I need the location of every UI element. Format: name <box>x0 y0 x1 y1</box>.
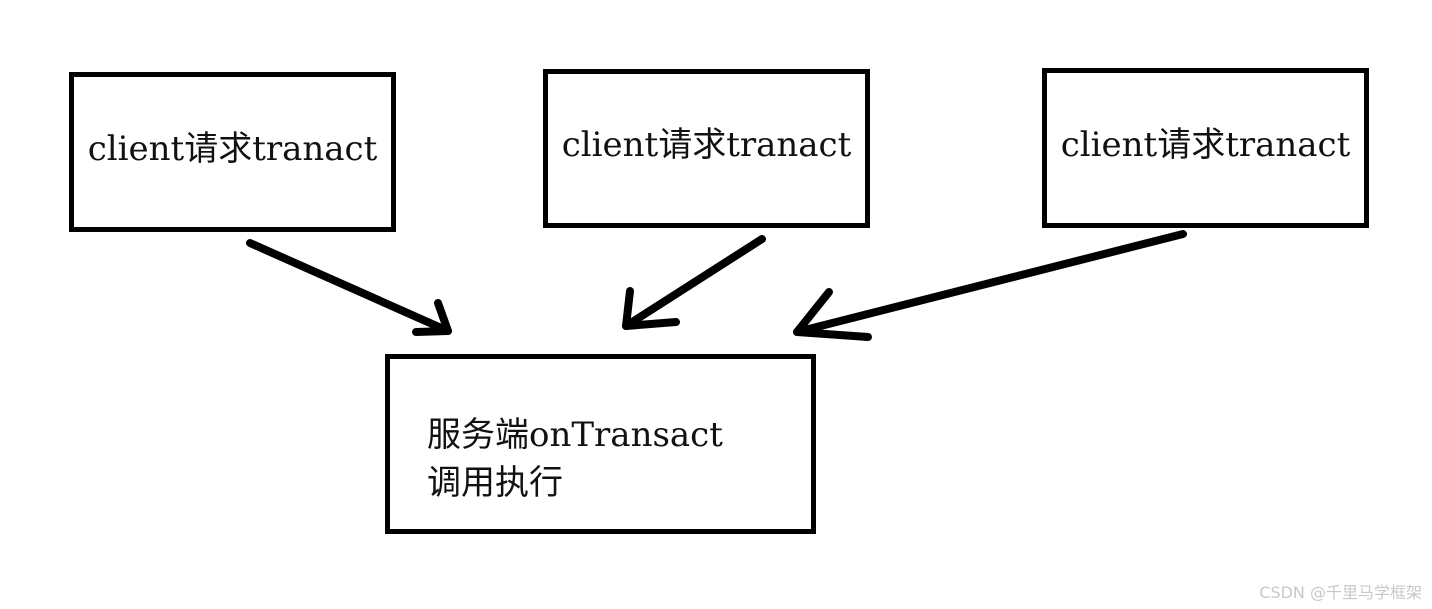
client-label-1: client请求tranact <box>87 128 378 169</box>
arrow-client2-to-server <box>622 235 766 330</box>
client-label-3: client请求tranact <box>1060 124 1351 165</box>
client-box-3: client请求tranact <box>1042 68 1369 228</box>
server-label-line2: 调用执行 <box>427 463 563 503</box>
client-label-2: client请求tranact <box>561 125 852 165</box>
client-box-2: client请求tranact <box>543 69 870 228</box>
watermark: CSDN @千里马学框架 <box>1259 583 1422 602</box>
arrow-client1-to-server <box>246 239 452 336</box>
server-box: 服务端onTransact 调用执行 <box>385 354 816 534</box>
server-label-line1: 服务端onTransact <box>427 415 723 455</box>
client-box-1: client请求tranact <box>69 72 396 232</box>
arrow-client3-to-server <box>793 230 1187 341</box>
